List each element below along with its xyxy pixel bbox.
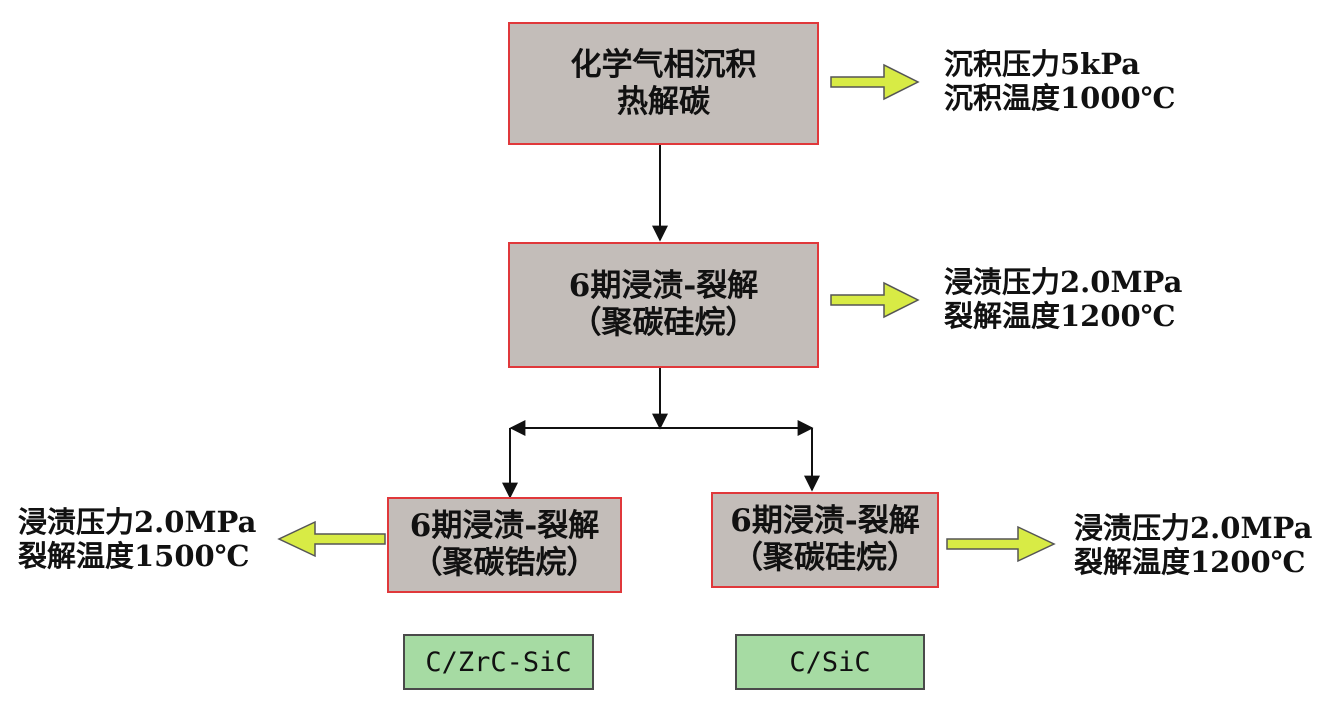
pip-right-line1: 6期浸渍-裂解	[730, 503, 920, 539]
pip-top-params: 浸渍压力2.0MPa 裂解温度1200℃	[944, 265, 1182, 333]
cvd-line1: 化学气相沉积	[570, 46, 757, 83]
product-left-box: C/ZrC-SiC	[403, 634, 594, 690]
product-right-box: C/SiC	[735, 634, 925, 690]
pip-right-param-temperature: 裂解温度1200℃	[1074, 545, 1306, 579]
param-arrow-cvd	[830, 63, 920, 101]
param-arrow-pip-top	[830, 281, 920, 319]
pip-top-line1: 6期浸渍-裂解	[568, 268, 759, 304]
pip-right-line2: （聚碳硅烷）	[732, 540, 918, 576]
pip-left-box: 6期浸渍-裂解 （聚碳锆烷）	[387, 497, 622, 593]
pip-top-param-temperature: 裂解温度1200℃	[944, 299, 1176, 333]
pip-top-line2: （聚碳硅烷）	[570, 305, 757, 341]
param-arrow-pip-left	[277, 520, 386, 558]
pip-left-param-pressure: 浸渍压力2.0MPa	[18, 505, 257, 539]
cvd-box: 化学气相沉积 热解碳	[508, 22, 819, 145]
pip-left-param-temperature: 裂解温度1500℃	[18, 539, 250, 573]
pip-left-line2: （聚碳锆烷）	[411, 545, 598, 581]
pip-left-line1: 6期浸渍-裂解	[409, 508, 600, 544]
cvd-param-pressure: 沉积压力5kPa	[944, 47, 1141, 81]
pip-top-param-pressure: 浸渍压力2.0MPa	[944, 265, 1183, 299]
param-arrow-pip-right	[946, 525, 1056, 563]
pip-right-params: 浸渍压力2.0MPa 裂解温度1200℃	[1074, 511, 1312, 579]
pip-top-box: 6期浸渍-裂解 （聚碳硅烷）	[508, 242, 819, 368]
cvd-params: 沉积压力5kPa 沉积温度1000℃	[944, 47, 1175, 115]
pip-right-box: 6期浸渍-裂解 （聚碳硅烷）	[711, 492, 939, 588]
pip-left-params: 浸渍压力2.0MPa 裂解温度1500℃	[18, 505, 256, 573]
cvd-param-temperature: 沉积温度1000℃	[944, 81, 1176, 115]
pip-right-param-pressure: 浸渍压力2.0MPa	[1074, 511, 1313, 545]
cvd-line2: 热解碳	[617, 83, 710, 120]
